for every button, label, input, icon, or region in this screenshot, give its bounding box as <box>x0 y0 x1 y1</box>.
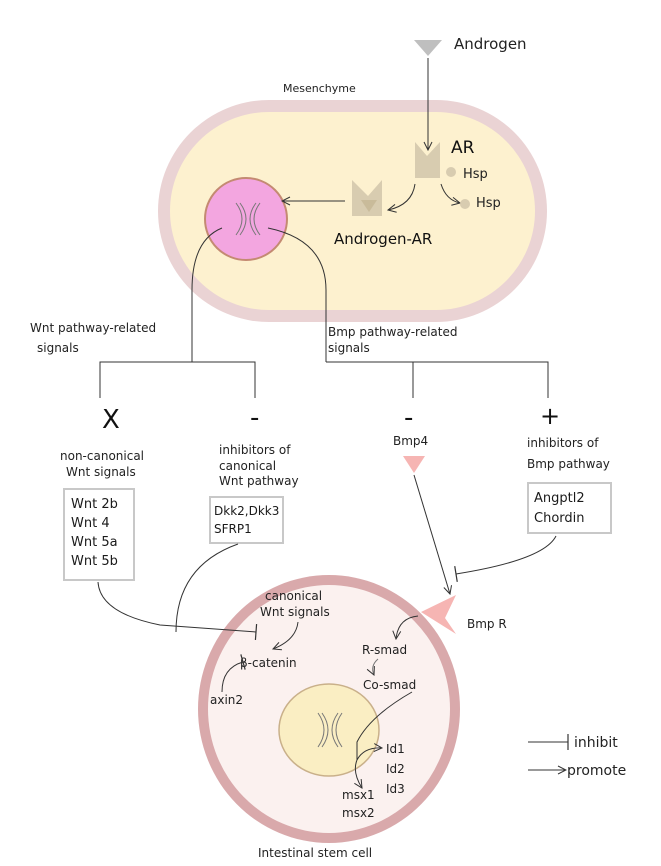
wnt-branch-line <box>191 227 223 362</box>
axin2-label: axin2 <box>210 693 243 707</box>
canonical-to-catenin-arrow <box>273 621 299 649</box>
cosmad-to-targets-line <box>356 691 413 760</box>
wnt-signals-label-1: Wnt pathway-related <box>30 321 156 335</box>
msx2-label: msx2 <box>342 806 375 820</box>
canonical-label-2: Wnt signals <box>260 605 330 619</box>
inhibitors-bmp-label-1: inhibitors of <box>527 436 599 450</box>
symbol-minus-bmp: - <box>404 403 413 433</box>
dkk-genes-box <box>209 496 284 544</box>
bmp4-label: Bmp4 <box>393 434 428 448</box>
stem-cell-nucleus <box>278 683 380 777</box>
hsp-release-arrow <box>440 183 460 203</box>
androgen-triangle <box>414 40 442 56</box>
dkk-gene-item: Dkk2,Dkk3 <box>214 504 279 518</box>
angptl-gene-item: Angptl2 <box>534 491 585 506</box>
bmpr-label: Bmp R <box>467 617 507 631</box>
angptl-inhibit-line <box>454 535 557 582</box>
symbol-plus: + <box>540 402 560 430</box>
receptor-to-rsmad-arrow <box>396 615 419 639</box>
bmp-branch-line <box>267 227 327 362</box>
inhibitors-canonical-label-3: Wnt pathway <box>219 474 299 488</box>
msx1-label: msx1 <box>342 788 375 802</box>
noncanonical-label-2: Wnt signals <box>66 465 136 479</box>
inhibitors-bmp-label-2: Bmp pathway <box>527 457 610 471</box>
bmp4-triangle <box>403 456 425 473</box>
symbol-minus-wnt: - <box>250 403 259 433</box>
to-msx-arrow <box>355 759 362 788</box>
hsp-label-bound: Hsp <box>463 167 488 182</box>
id3-label: Id3 <box>386 782 405 796</box>
wnt-gene-item: Wnt 4 <box>71 516 110 531</box>
wnt-genes-inhibit-line <box>97 581 258 641</box>
ar-to-complex-arrow <box>388 183 416 210</box>
angptl-gene-item: Chordin <box>534 511 585 526</box>
androgen-ar-label: Androgen-AR <box>334 230 432 248</box>
wnt-gene-item: Wnt 5a <box>71 535 118 550</box>
canonical-label-1: canonical <box>265 589 322 603</box>
ar-receptor-icon <box>415 142 440 178</box>
angptl-genes-box <box>527 482 612 534</box>
bound-androgen-icon <box>361 200 377 212</box>
rsmad-label: R-smad <box>362 643 407 657</box>
legend-promote-label: promote <box>567 763 626 779</box>
bmp-tree <box>326 361 549 398</box>
ar-label: AR <box>451 138 475 158</box>
id1-label: Id1 <box>386 742 405 756</box>
bmp4-to-receptor-arrow <box>413 474 450 594</box>
bmp-signals-label-1: Bmp pathway-related <box>328 325 457 339</box>
mesenchyme-label: Mesenchyme <box>283 82 356 95</box>
dkk-inhibit-line <box>175 543 239 633</box>
wnt-genes-box <box>63 488 135 581</box>
legend-inhibit-label: inhibit <box>574 735 618 751</box>
to-id-arrow <box>356 748 382 761</box>
wnt-tree <box>99 361 256 398</box>
id2-label: Id2 <box>386 762 405 776</box>
androgen-ar-complex-icon <box>352 180 382 216</box>
beta-catenin-label: β-catenin <box>240 656 297 670</box>
wnt-signals-label-2: signals <box>37 341 79 355</box>
inhibitors-canonical-label-1: inhibitors of <box>219 443 291 457</box>
dkk-gene-item: SFRP1 <box>214 522 252 536</box>
inhibitors-canonical-label-2: canonical <box>219 459 276 473</box>
symbol-x: X <box>102 405 120 435</box>
bmp-receptor-icon <box>421 595 456 634</box>
cosmad-label: Co-smad <box>363 678 416 692</box>
wnt-gene-item: Wnt 2b <box>71 497 118 512</box>
rsmad-to-cosmad-arrow <box>373 658 379 675</box>
hsp-label-free: Hsp <box>476 196 501 211</box>
wnt-gene-item: Wnt 5b <box>71 554 118 569</box>
hsp-free-icon <box>460 199 470 209</box>
noncanonical-label-1: non-canonical <box>60 449 144 463</box>
axin2-inhibit-line <box>221 654 246 693</box>
androgen-label: Androgen <box>454 35 527 53</box>
dna-icon <box>235 202 261 236</box>
hsp-bound-icon <box>446 167 456 177</box>
stem-cell-label: Intestinal stem cell <box>258 846 372 860</box>
stem-dna-icon <box>317 712 343 748</box>
bmp-signals-label-2: signals <box>328 341 370 355</box>
